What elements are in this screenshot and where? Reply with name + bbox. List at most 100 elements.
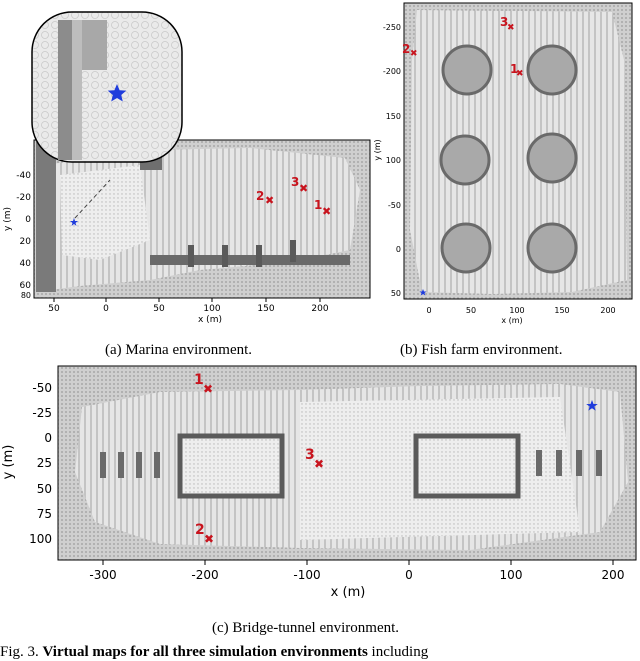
fishfarm-cage [439, 134, 491, 186]
bridge-ytick: -25 [32, 406, 52, 420]
fishfarm-plot-frame [403, 2, 633, 300]
bridge-map-svg: -300 -200 -100 0 100 200 x (m) -50 -25 0… [1, 365, 637, 600]
fishfarm-xtick: 0 [426, 306, 431, 315]
fishfarm-ytick: -200 [383, 67, 401, 76]
bridge-xtick: 100 [500, 568, 523, 582]
bridge-plot-frame [57, 365, 637, 561]
fishfarm-xtick: 50 [466, 306, 476, 315]
fishfarm-cage [441, 44, 493, 96]
fishfarm-ytick: 150 [386, 112, 401, 121]
bridge-figure: -300 -200 -100 0 100 200 x (m) -50 -25 0… [0, 362, 640, 644]
bridge-tunnel-left [177, 433, 285, 499]
bridge-ytick: -50 [32, 381, 52, 395]
marina-trajectory [74, 179, 111, 219]
bridge-ylabel: y (m) [1, 445, 16, 480]
bridge-pillars [100, 450, 602, 478]
bridge-xtick: 0 [405, 568, 413, 582]
fishfarm-caption: (b) Fish farm environment. [400, 342, 563, 358]
bridge-waypoint-cross-icon: ✖ [203, 382, 213, 396]
bridge-start-star-icon [586, 400, 598, 411]
bridge-ytick: 0 [44, 431, 52, 445]
fig-bold-caption: Virtual maps for all three simulation en… [42, 644, 368, 660]
fishfarm-xlabel: x (m) [501, 316, 522, 325]
fishfarm-cage [526, 132, 578, 184]
fishfarm-ytick: 0 [396, 245, 401, 254]
marina-ylabel: y (m) [3, 207, 13, 231]
fishfarm-map-svg: 0 50 100 150 200 x (m) -250 -200 150 100… [373, 2, 633, 325]
fishfarm-waypoint-label: 3 [500, 15, 508, 29]
bridge-ytick: 75 [37, 507, 52, 521]
marina-ytick: 20 [20, 237, 32, 247]
marina-xtick: 50 [153, 304, 165, 314]
marina-plot-frame [33, 139, 371, 299]
marina-pier-post [290, 240, 296, 262]
marina-ytick: 0 [25, 215, 31, 225]
fishfarm-ytick: 50 [391, 289, 401, 298]
marina-waypoint-label: 2 [256, 189, 264, 203]
marina-waypoint-cross-icon: ✖ [265, 194, 274, 207]
marina-open-water [60, 165, 150, 260]
marina-left-wall [36, 142, 56, 292]
marina-inset-star-icon [107, 84, 127, 102]
marina-figure: 50 0 50 100 150 200 x (m) -40 -20 0 20 4… [0, 0, 372, 358]
fishfarm-waypoint-cross-icon: ✖ [516, 69, 524, 79]
bridge-xtick: -300 [89, 568, 116, 582]
fishfarm-ytick: -50 [388, 201, 401, 210]
bridge-waypoint-label: 1 [194, 372, 204, 388]
fishfarm-cage [440, 222, 492, 274]
fishfarm-ylabel: y (m) [373, 139, 382, 160]
fig-caption-tail: including [371, 644, 429, 660]
bridge-caption: (c) Bridge-tunnel environment. [212, 620, 400, 636]
marina-ytick: 60 [20, 281, 32, 291]
fishfarm-start-star-icon [419, 289, 427, 296]
marina-xtick: 50 [48, 304, 60, 314]
marina-ytick: -40 [16, 171, 31, 181]
fishfarm-cage [526, 222, 578, 274]
marina-pier-post [222, 245, 228, 267]
marina-waypoint-cross-icon: ✖ [322, 205, 331, 218]
marina-map-svg: 50 0 50 100 150 200 x (m) -40 -20 0 20 4… [3, 11, 371, 325]
marina-zoom-inset [31, 11, 183, 163]
fishfarm-waypoint-label: 2 [402, 42, 410, 56]
bridge-waypoint-cross-icon: ✖ [204, 532, 214, 546]
marina-waypoint-label: 1 [314, 198, 322, 212]
fishfarm-cage [526, 44, 578, 96]
marina-ytick: 80 [21, 291, 31, 300]
fishfarm-waypoint-label: 1 [510, 62, 518, 76]
bridge-xtick: -200 [191, 568, 218, 582]
marina-xtick: 200 [311, 304, 328, 314]
fishfarm-xtick: 200 [600, 306, 615, 315]
bridge-xtick: -100 [293, 568, 320, 582]
bridge-tunnel-right [413, 433, 521, 499]
marina-pier-post [188, 245, 194, 267]
bridge-waypoint-label: 2 [195, 522, 205, 538]
marina-xtick: 100 [203, 304, 220, 314]
bridge-waypoint-cross-icon: ✖ [314, 457, 324, 471]
bridge-ytick: 100 [29, 532, 52, 546]
figure-caption-text: Fig. 3. Virtual maps for all three simul… [0, 644, 428, 661]
bridge-xtick: 200 [602, 568, 625, 582]
fishfarm-ytick: -250 [383, 23, 401, 32]
bridge-ytick: 50 [37, 482, 52, 496]
bridge-waypoint-label: 3 [305, 447, 315, 463]
marina-pier [150, 255, 350, 265]
bridge-ytick: 25 [37, 456, 52, 470]
marina-caption: (a) Marina environment. [105, 342, 253, 358]
marina-waypoint-label: 3 [291, 175, 299, 189]
marina-waypoint-cross-icon: ✖ [299, 182, 308, 195]
fishfarm-xtick: 100 [509, 306, 524, 315]
fishfarm-ytick: 100 [386, 156, 401, 165]
marina-ytick: -20 [16, 193, 31, 203]
fishfarm-waypoint-cross-icon: ✖ [410, 49, 418, 59]
fishfarm-figure: 0 50 100 150 200 x (m) -250 -200 150 100… [372, 0, 640, 358]
marina-xtick: 0 [103, 304, 109, 314]
fishfarm-cages [439, 44, 578, 274]
marina-xlabel: x (m) [198, 315, 222, 325]
fishfarm-waypoint-cross-icon: ✖ [507, 23, 515, 33]
marina-start-star-icon [70, 218, 78, 226]
marina-xtick: 150 [257, 304, 274, 314]
fishfarm-xtick: 150 [554, 306, 569, 315]
marina-ytick: 40 [20, 259, 32, 269]
bridge-xlabel: x (m) [331, 585, 366, 600]
fig-label: Fig. 3. [0, 644, 39, 660]
